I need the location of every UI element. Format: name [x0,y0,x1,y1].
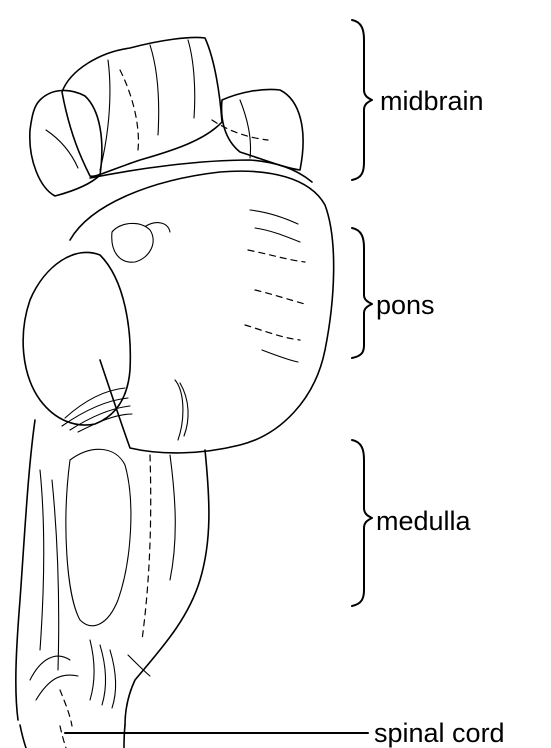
midbrain-label: midbrain [380,86,484,116]
pons-drawing [23,171,334,453]
medulla-drawing [16,420,209,726]
medulla-bracket [352,440,372,606]
spinal-cord-label: spinal cord [374,718,505,748]
pons-bracket [352,228,372,358]
midbrain-drawing [30,37,312,196]
label-brackets [65,20,372,733]
spinal-cord-drawing [20,725,125,748]
midbrain-bracket [352,20,372,180]
medulla-label: medulla [376,506,472,536]
pons-label: pons [376,290,435,320]
